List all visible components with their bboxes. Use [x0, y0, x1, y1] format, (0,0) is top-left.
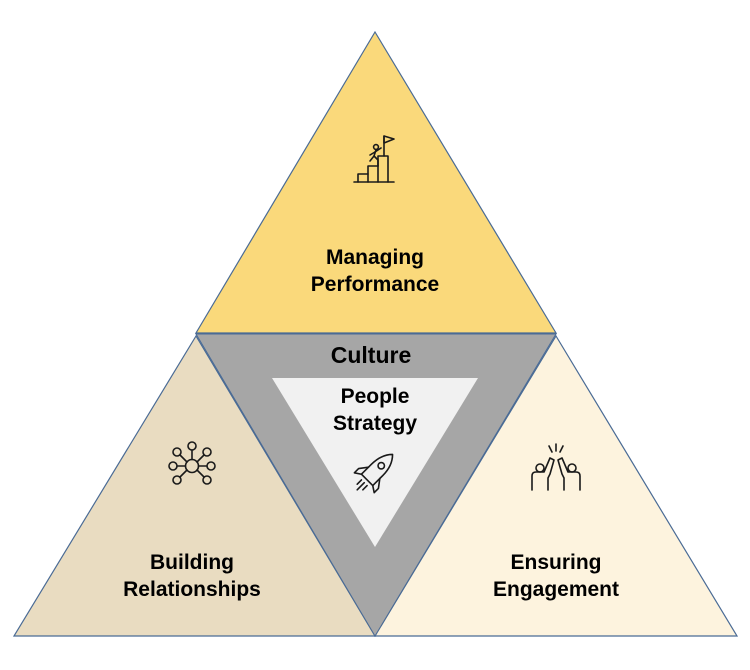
- center-label-line2: Strategy: [333, 412, 417, 435]
- right-label-line1: Ensuring: [510, 551, 601, 574]
- summit-flag-icon: [353, 135, 395, 183]
- top-label-line2: Performance: [311, 273, 439, 296]
- left-label-line2: Relationships: [123, 578, 261, 601]
- building-relationships-triangle: [12, 334, 377, 637]
- people-strategy-triangle: [272, 378, 478, 547]
- ensuring-engagement-triangle: [373, 334, 739, 637]
- high-five-icon: [531, 443, 581, 491]
- culture-label: Culture: [331, 342, 412, 368]
- right-label-line2: Engagement: [493, 578, 619, 601]
- left-label-line1: Building: [150, 551, 234, 574]
- network-nodes-icon: [168, 441, 216, 485]
- center-label-line1: People: [341, 385, 410, 408]
- rocket-icon: [353, 453, 394, 494]
- top-label-line1: Managing: [326, 246, 424, 269]
